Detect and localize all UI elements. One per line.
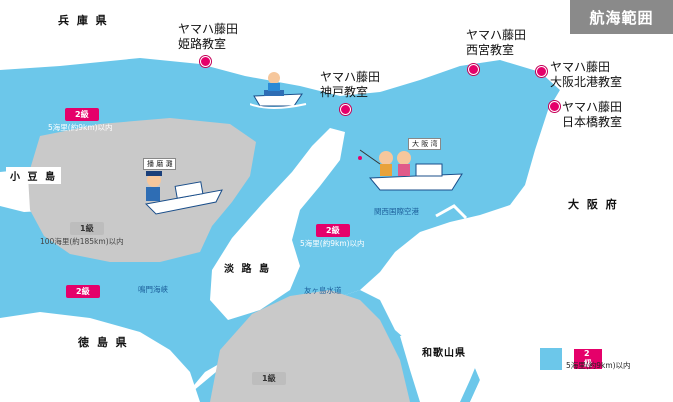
island-label-shodoshima: 小 豆 島 xyxy=(6,167,61,184)
location-marker-icon[interactable] xyxy=(200,56,211,67)
school-himeji-line2: 姫路教室 xyxy=(178,37,227,51)
person-icon xyxy=(379,151,393,165)
school-himeji[interactable]: ヤマハ藤田 姫路教室 xyxy=(178,22,238,52)
zone-badge-class2-bay: 2級 xyxy=(316,224,350,237)
zone-desc-class2: 5海里(約9km)以内 xyxy=(48,123,113,132)
boat-icon xyxy=(250,72,307,109)
prefecture-label-osaka: 大 阪 府 xyxy=(562,194,625,214)
land-tokushima xyxy=(0,312,200,402)
school-kobe-line2: 神戸教室 xyxy=(320,85,369,99)
place-label-naruto: 鳴門海峡 xyxy=(138,285,168,294)
location-marker-icon[interactable] xyxy=(549,101,560,112)
school-osaka-kita-line2: 大阪北港教室 xyxy=(550,75,623,89)
zone-badge-class1-south: 1級 xyxy=(252,372,286,385)
island-label-awajishima: 淡 路 島 xyxy=(220,259,275,276)
zone-desc-class1: 100海里(約185km)以内 xyxy=(40,237,124,246)
school-nihonbashi-line2: 日本橋教室 xyxy=(562,115,623,129)
location-marker-icon[interactable] xyxy=(468,64,479,75)
school-himeji-line1: ヤマハ藤田 xyxy=(178,22,239,36)
place-label-tomogashima: 友ヶ島水道 xyxy=(304,286,342,295)
prefecture-label-tokushima: 徳 島 県 xyxy=(72,332,135,352)
water-label-osakawan: 大 阪 湾 xyxy=(408,138,442,150)
school-osaka-kita-line1: ヤマハ藤田 xyxy=(550,60,611,74)
zone-badge-class1: 1級 xyxy=(70,222,104,235)
land-osaka xyxy=(470,80,673,402)
location-marker-icon[interactable] xyxy=(536,66,547,77)
water-label-harimanada: 播 磨 灘 xyxy=(143,158,177,170)
school-nihonbashi[interactable]: ヤマハ藤田 日本橋教室 xyxy=(562,100,622,130)
school-kobe-line1: ヤマハ藤田 xyxy=(320,70,381,84)
zone-badge-class2: 2級 xyxy=(65,108,99,121)
boat-icon xyxy=(144,171,223,215)
school-osaka-kita[interactable]: ヤマハ藤田 大阪北港教室 xyxy=(550,60,622,90)
person-icon xyxy=(147,173,161,187)
zone-badge-class2-south: 2級 xyxy=(66,285,100,298)
map-title: 航海範囲 xyxy=(570,0,673,34)
prefecture-label-wakayama: 和歌山県 xyxy=(418,343,470,360)
zone-desc-class2-bay: 5海里(約9km)以内 xyxy=(300,239,365,248)
school-nihonbashi-line1: ヤマハ藤田 xyxy=(562,100,623,114)
place-label-kix: 関西国際空港 xyxy=(374,207,419,216)
land-hyogo xyxy=(0,0,673,90)
kix-pier xyxy=(435,204,468,220)
school-nishinomiya-line1: ヤマハ藤田 xyxy=(466,28,527,42)
person-icon xyxy=(268,72,280,84)
legend-swatch xyxy=(540,348,562,370)
school-kobe[interactable]: ヤマハ藤田 神戸教室 xyxy=(320,70,380,100)
location-marker-icon[interactable] xyxy=(340,104,351,115)
school-nishinomiya[interactable]: ヤマハ藤田 西宮教室 xyxy=(466,28,526,58)
fishing-boat-icon xyxy=(358,149,463,191)
school-nishinomiya-line2: 西宮教室 xyxy=(466,43,515,57)
prefecture-label-hyogo: 兵 庫 県 xyxy=(52,10,115,30)
legend-desc: 5海里(約9km)以内 xyxy=(566,361,631,370)
person-icon xyxy=(397,151,411,165)
legend-badge: 2級 xyxy=(574,349,602,369)
